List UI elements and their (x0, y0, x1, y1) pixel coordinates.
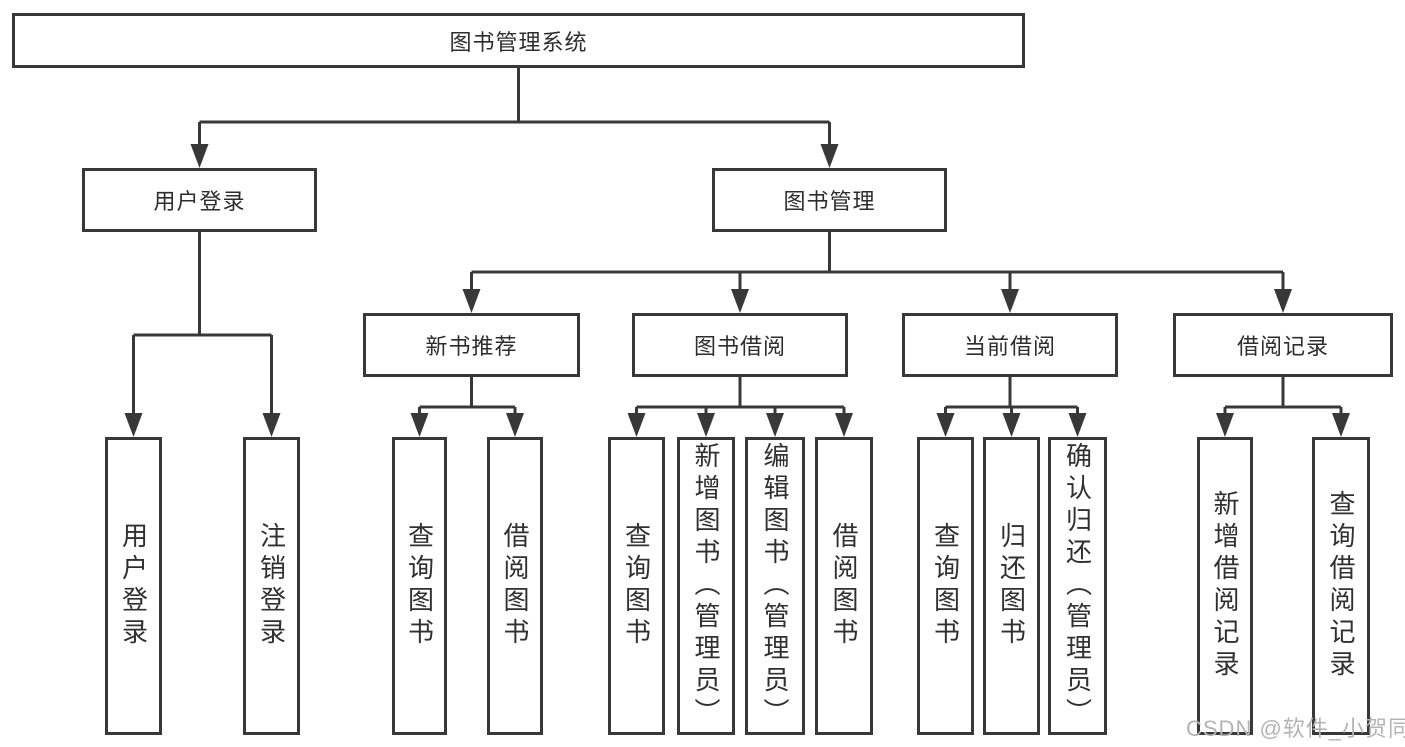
node-book-management: 图书管理 (712, 168, 947, 232)
leaf-current-query-label: 查询图书 (930, 522, 961, 650)
connector-user-login-to-leaves (124, 232, 281, 437)
leaf-borrow-query: 查询图书 (608, 437, 665, 735)
leaf-borrow-add-admin: 新增图书（管理员） (677, 437, 735, 735)
node-new-book-recommend-label: 新书推荐 (425, 334, 518, 359)
csdn-watermark: CSDN @软件_小贺同学 (1186, 716, 1405, 741)
leaf-current-query: 查询图书 (917, 437, 974, 735)
node-root-label: 图书管理系统 (449, 29, 588, 55)
leaf-newbook-borrow-label: 借阅图书 (500, 522, 530, 650)
node-borrow-record: 借阅记录 (1173, 313, 1393, 377)
node-current-borrow-label: 当前借阅 (963, 334, 1056, 359)
leaf-borrow-book: 借阅图书 (815, 437, 873, 735)
leaf-newbook-borrow: 借阅图书 (487, 437, 543, 735)
leaf-current-confirm-admin-label: 确认归还（管理员） (1062, 442, 1093, 730)
leaf-borrow-add-admin-label: 新增图书（管理员） (691, 442, 721, 730)
leaf-current-confirm-admin: 确认归还（管理员） (1048, 437, 1107, 735)
leaf-logout-label: 注销登录 (256, 522, 287, 650)
leaf-record-query-label: 查询借阅记录 (1326, 490, 1356, 682)
leaf-newbook-query-label: 查询图书 (404, 522, 435, 650)
node-root-system: 图书管理系统 (12, 13, 1025, 68)
leaf-logout: 注销登录 (243, 437, 300, 735)
leaf-user-login-label: 用户登录 (118, 522, 149, 650)
node-new-book-recommend: 新书推荐 (363, 313, 580, 377)
leaf-current-return: 归还图书 (983, 437, 1040, 735)
node-book-borrow-label: 图书借阅 (693, 334, 786, 359)
connector-borrow-record-to-leaves (1216, 377, 1350, 437)
leaf-newbook-query: 查询图书 (392, 437, 447, 735)
leaf-record-add: 新增借阅记录 (1197, 437, 1253, 735)
connector-root-to-level2 (190, 68, 839, 168)
connector-current-borrow-to-leaves (936, 377, 1087, 437)
leaf-record-add-label: 新增借阅记录 (1210, 490, 1240, 682)
node-user-login-label: 用户登录 (153, 189, 246, 214)
node-current-borrow: 当前借阅 (902, 313, 1118, 377)
node-user-login: 用户登录 (82, 168, 317, 232)
leaf-current-return-label: 归还图书 (996, 522, 1027, 650)
connector-book-mgmt-to-level3 (462, 232, 1292, 313)
node-book-management-label: 图书管理 (783, 189, 876, 214)
connector-new-book-to-leaves (410, 377, 524, 437)
leaf-record-query: 查询借阅记录 (1312, 437, 1370, 735)
node-borrow-record-label: 借阅记录 (1236, 334, 1329, 359)
node-book-borrow: 图书借阅 (632, 313, 848, 377)
leaf-borrow-edit-admin-label: 编辑图书（管理员） (760, 442, 790, 730)
connector-book-borrow-to-leaves (627, 377, 853, 437)
leaf-borrow-book-label: 借阅图书 (829, 522, 859, 650)
leaf-user-login: 用户登录 (105, 437, 162, 735)
leaf-borrow-query-label: 查询图书 (621, 522, 652, 650)
leaf-borrow-edit-admin: 编辑图书（管理员） (745, 437, 805, 735)
